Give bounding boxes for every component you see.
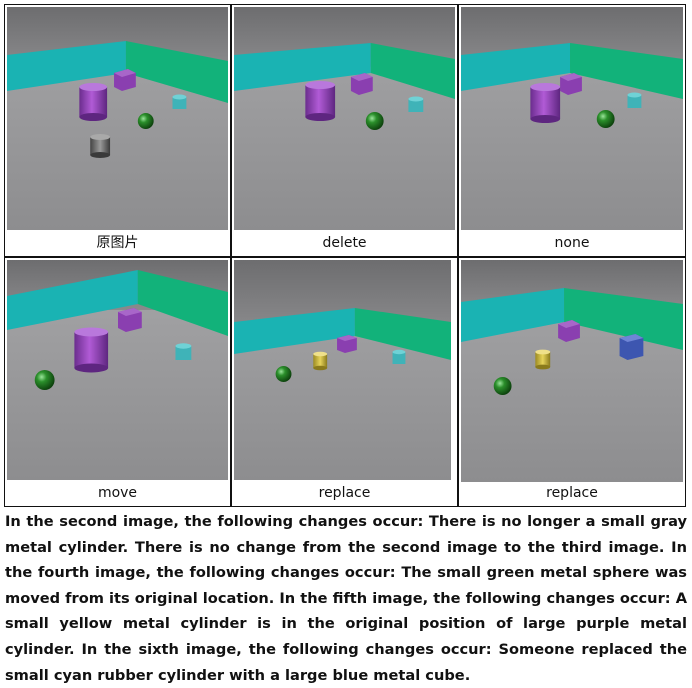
panel-caption: none [554,235,590,251]
scene-image [461,7,683,230]
scene-image [234,260,451,480]
panel-delete: delete [231,4,458,257]
panel-caption: replace [318,485,371,501]
panel-replace-2: replace [458,257,686,507]
panel-caption: replace [546,485,598,501]
scene-image [461,260,683,482]
panel-original: 原图片 [4,4,231,257]
image-grid: 原图片 delete [4,4,686,507]
panel-replace-1: replace [231,257,458,507]
panel-none: none [458,4,686,257]
panel-caption: 原图片 [96,235,139,251]
description-text: In the second image, the following chang… [5,513,687,684]
scene-image [7,260,228,480]
panel-caption: move [97,485,138,501]
panel-move: move [4,257,231,507]
scene-image [7,7,228,230]
scene-image [234,7,455,230]
panel-caption: delete [322,235,367,251]
